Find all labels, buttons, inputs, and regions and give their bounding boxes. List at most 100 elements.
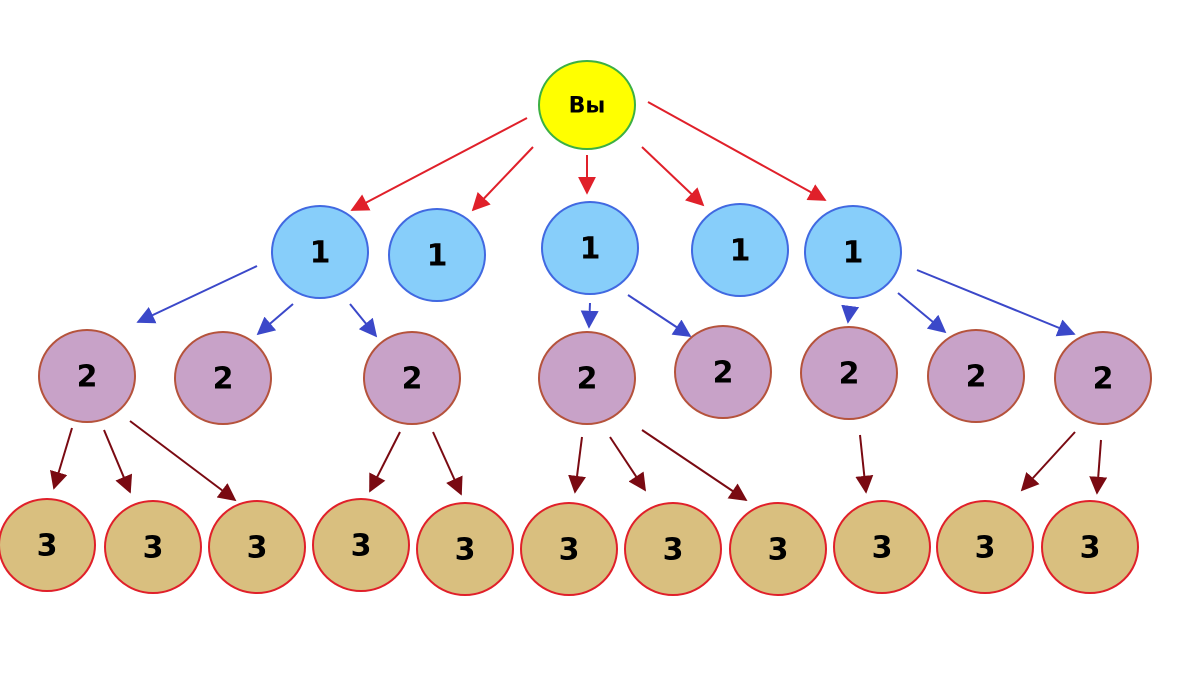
- level3-node: 3: [0, 498, 96, 592]
- level2-node-label: 2: [77, 360, 98, 395]
- level3-node: 3: [936, 500, 1034, 594]
- level3-node-label: 3: [663, 533, 684, 568]
- level2-node-circle: [174, 331, 272, 425]
- level1-node-circle: [691, 203, 789, 297]
- level3-node: 3: [624, 502, 722, 596]
- arrow-level1-to-level2: [349, 303, 378, 338]
- arrow-level1-to-level2: [916, 269, 1076, 337]
- arrow-level1-to-level2: [841, 304, 860, 324]
- level3-node-circle: [208, 500, 306, 594]
- tree-nodes: Вы 1 1 1 1 1 2 2 2 2 2 2 2 2 3 3 3 3 3 3 3 3 3 3 3: [0, 60, 1152, 596]
- level1-node: 1: [804, 205, 902, 299]
- level3-node-circle: [0, 498, 96, 592]
- arrow-level2-to-level3: [641, 429, 748, 502]
- arrow-level1-to-level2: [136, 265, 258, 324]
- level3-node-circle: [416, 502, 514, 596]
- arrow-level1-to-level2: [580, 302, 599, 329]
- level3-node-circle: [104, 500, 202, 594]
- level3-node-label: 3: [872, 531, 893, 566]
- level3-node-circle: [1041, 500, 1139, 594]
- level1-node: 1: [541, 201, 639, 295]
- arrow-level2-to-level3: [568, 436, 586, 494]
- level3-node-circle: [936, 500, 1034, 594]
- level3-node: 3: [312, 498, 410, 592]
- level3-node: 3: [104, 500, 202, 594]
- level3-node-label: 3: [975, 531, 996, 566]
- level2-node-label: 2: [577, 362, 598, 397]
- level3-node-circle: [624, 502, 722, 596]
- level1-node-label: 1: [843, 236, 864, 271]
- level2-node-circle: [38, 329, 136, 423]
- level2-node-label: 2: [213, 362, 234, 397]
- arrow-level2-to-level3: [129, 420, 237, 502]
- level1-node-label: 1: [310, 236, 331, 271]
- level3-node: 3: [520, 502, 618, 596]
- level1-node-label: 1: [427, 239, 448, 274]
- level1-node-circle: [541, 201, 639, 295]
- level3-node: 3: [1041, 500, 1139, 594]
- arrow-level1-to-level2: [627, 294, 692, 337]
- level2-node-circle: [1054, 331, 1152, 425]
- level3-node-label: 3: [247, 531, 268, 566]
- level2-node-circle: [674, 325, 772, 419]
- level1-node-label: 1: [730, 234, 751, 269]
- level2-node: 2: [1054, 331, 1152, 425]
- level2-node-label: 2: [402, 362, 423, 397]
- level2-node-label: 2: [1093, 362, 1114, 397]
- level1-node-label: 1: [580, 232, 601, 267]
- level1-node: 1: [388, 208, 486, 302]
- level3-node-label: 3: [351, 529, 372, 564]
- level3-node-label: 3: [143, 531, 164, 566]
- arrow-level2-to-level3: [1089, 439, 1108, 495]
- level2-node-label: 2: [966, 360, 987, 395]
- level3-node-circle: [833, 500, 931, 594]
- arrow-root-to-level1: [647, 101, 827, 201]
- level2-node: 2: [800, 326, 898, 420]
- level2-node: 2: [927, 329, 1025, 423]
- level3-node-circle: [729, 502, 827, 596]
- root-node-you: Вы: [538, 60, 636, 150]
- arrow-root-to-level1: [471, 146, 534, 212]
- level1-node-circle: [388, 208, 486, 302]
- level3-node: 3: [416, 502, 514, 596]
- level3-node: 3: [833, 500, 931, 594]
- level2-node-label: 2: [839, 357, 860, 392]
- level1-node: 1: [271, 205, 369, 299]
- level1-node-circle: [804, 205, 902, 299]
- level2-node-circle: [363, 331, 461, 425]
- arrow-level2-to-level3: [50, 427, 73, 490]
- arrow-root-to-level1: [641, 146, 705, 207]
- level3-node-label: 3: [559, 533, 580, 568]
- level3-node-label: 3: [1080, 531, 1101, 566]
- arrow-level2-to-level3: [855, 434, 874, 494]
- level1-node: 1: [691, 203, 789, 297]
- level3-node-label: 3: [768, 533, 789, 568]
- arrow-level2-to-level3: [609, 436, 646, 492]
- level2-node-circle: [800, 326, 898, 420]
- level2-node: 2: [38, 329, 136, 423]
- root-node-you-circle: [538, 60, 636, 150]
- arrow-root-to-level1: [350, 117, 528, 211]
- level3-node: 3: [208, 500, 306, 594]
- level2-node: 2: [674, 325, 772, 419]
- level3-node-circle: [520, 502, 618, 596]
- level1-node-circle: [271, 205, 369, 299]
- level2-node-circle: [927, 329, 1025, 423]
- level2-node: 2: [363, 331, 461, 425]
- level3-node: 3: [729, 502, 827, 596]
- level2-node-label: 2: [713, 356, 734, 391]
- root-node-you-label: Вы: [569, 94, 606, 119]
- tree-edges: [50, 101, 1108, 502]
- arrow-level2-to-level3: [103, 429, 133, 494]
- arrow-level2-to-level3: [432, 431, 463, 496]
- level3-node-label: 3: [455, 533, 476, 568]
- level3-node-label: 3: [37, 529, 58, 564]
- arrow-level2-to-level3: [369, 431, 401, 493]
- arrow-level1-to-level2: [256, 303, 294, 336]
- arrow-level2-to-level3: [1020, 431, 1076, 492]
- level2-node-circle: [538, 331, 636, 425]
- level2-node: 2: [538, 331, 636, 425]
- level2-node: 2: [174, 331, 272, 425]
- arrow-level1-to-level2: [897, 292, 947, 334]
